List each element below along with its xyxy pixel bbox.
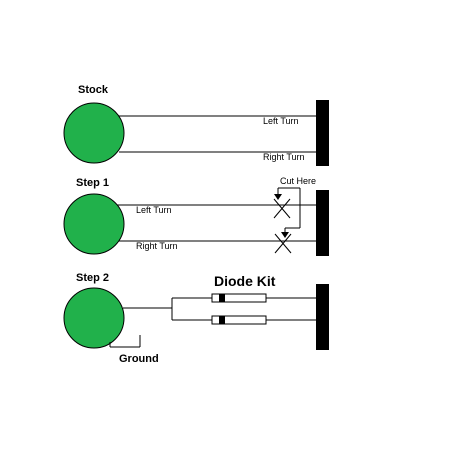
diode-lower: [211, 315, 267, 325]
cut-mark-lower: [274, 233, 292, 254]
step1-left-turn-label: Left Turn: [136, 205, 172, 215]
step2-bulb: [63, 287, 125, 349]
diode-kit-label: Diode Kit: [214, 273, 276, 289]
stock-bulb: [63, 102, 125, 164]
stock-right-turn-label: Right Turn: [263, 152, 305, 162]
diode-upper: [211, 293, 267, 303]
step1-right-turn-label: Right Turn: [136, 241, 178, 251]
step1-section: Step 1 Left Turn Right Turn Cut Here: [63, 176, 329, 256]
stock-left-turn-label: Left Turn: [263, 116, 299, 126]
step1-bulb: [63, 193, 125, 255]
cut-here-pointer: [274, 187, 301, 238]
ground-label: Ground: [119, 353, 159, 365]
step2-section: Step 2 Diode Kit Ground: [63, 272, 329, 365]
stock-connector-block: [316, 100, 329, 166]
step2-connector-block: [316, 284, 329, 350]
step2-title: Step 2: [76, 272, 109, 284]
step1-title: Step 1: [76, 177, 109, 189]
stock-title: Stock: [78, 84, 109, 96]
cut-mark-upper: [273, 198, 291, 219]
cut-here-label: Cut Here: [280, 176, 316, 186]
step1-connector-block: [316, 190, 329, 256]
stock-section: Stock Left Turn Right Turn: [63, 84, 329, 166]
